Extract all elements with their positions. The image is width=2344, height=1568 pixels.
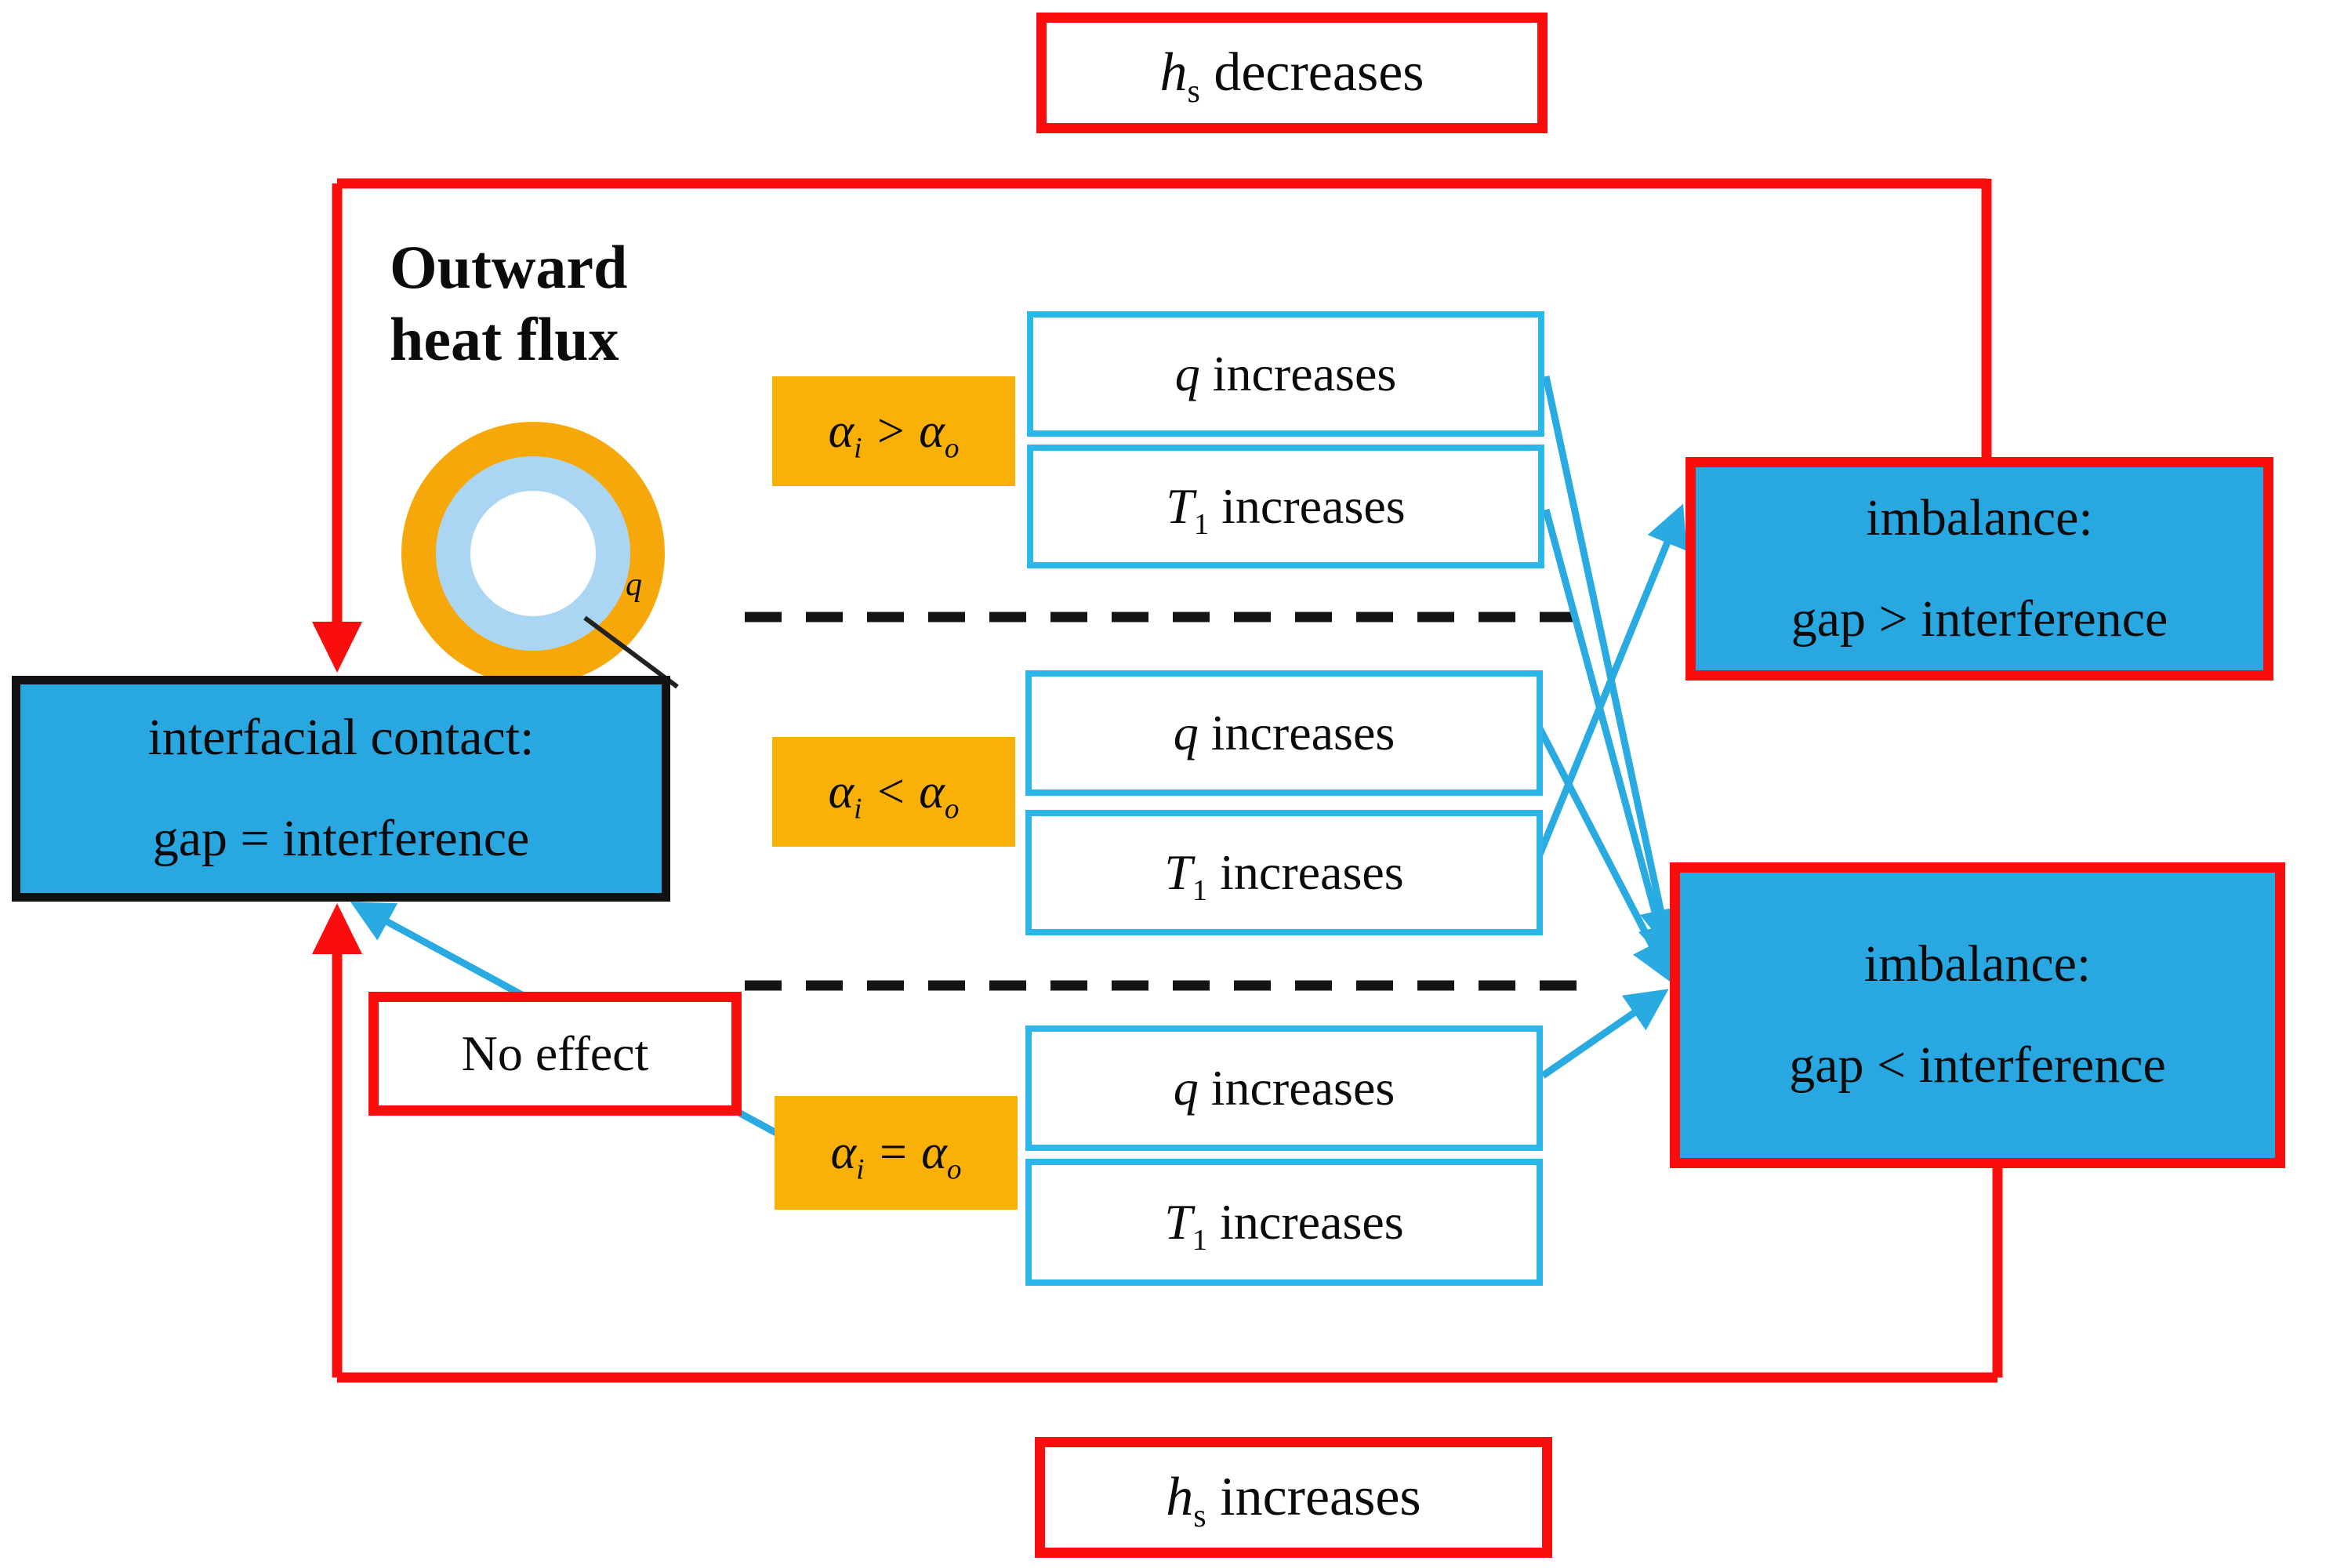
hs-rest: increases: [1206, 1467, 1421, 1527]
alpha-condition-box-lt: αi < αo: [772, 737, 1015, 847]
red-arrowhead-up-icon: [312, 903, 362, 954]
effect-label: q increases: [1174, 1059, 1395, 1117]
alpha-sub: i: [854, 792, 862, 825]
effect-rest: increases: [1209, 478, 1406, 534]
hs-var: h: [1166, 1467, 1194, 1527]
effect-sub: 1: [1192, 1223, 1208, 1257]
interfacial-line2: gap = interference: [152, 810, 530, 867]
red-arrowhead-down-icon: [312, 622, 362, 673]
effect-label: T1 increases: [1164, 1193, 1404, 1255]
effect-label: T1 increases: [1166, 477, 1406, 539]
alpha-op: =: [864, 1126, 922, 1179]
no-effect-label: No effect: [461, 1025, 649, 1081]
imbalance-gap-lt-box: imbalance: gap < interference: [1670, 862, 2285, 1168]
effect-rest: increases: [1198, 705, 1395, 760]
effect-var: T: [1166, 478, 1194, 534]
effect-var: q: [1174, 346, 1200, 401]
alpha-var: α: [919, 764, 945, 818]
hs-rest: decreases: [1199, 42, 1424, 103]
interfacial-line1: interfacial contact:: [147, 709, 535, 767]
alpha-var: α: [828, 404, 855, 458]
imbalance-lt-line2: gap < interference: [1789, 1036, 2166, 1094]
alpha-sub: o: [944, 792, 960, 825]
imbalance-gap-gt-box: imbalance: gap > interference: [1685, 457, 2273, 681]
alpha-gt-label: αi > αo: [828, 404, 960, 463]
effect-box-row3-q: q increases: [1025, 1025, 1543, 1151]
alpha-sub: i: [854, 431, 862, 464]
effect-var: q: [1173, 1060, 1199, 1116]
alpha-var: α: [828, 764, 855, 818]
effect-label: T1 increases: [1164, 844, 1404, 906]
pipe-cross-section-illustration: [401, 422, 679, 689]
alpha-op: <: [862, 764, 920, 818]
hs-decreases-box: hs decreases: [1036, 13, 1548, 133]
arrow-row2-t1-to-imbalance-gt: [1536, 503, 1687, 856]
hs-increases-label: hs increases: [1166, 1466, 1421, 1533]
effect-box-row2-t1: T1 increases: [1025, 810, 1543, 935]
imbalance-lt-line1: imbalance:: [1863, 935, 2092, 993]
effect-box-row1-t1: T1 increases: [1027, 445, 1544, 568]
alpha-sub: o: [946, 1153, 962, 1186]
effect-box-row3-t1: T1 increases: [1025, 1159, 1543, 1286]
outward-line2: heat flux: [390, 305, 619, 374]
alpha-sub: o: [944, 431, 960, 464]
alpha-sub: i: [856, 1153, 865, 1186]
effect-rest: increases: [1207, 844, 1404, 900]
arrow-row1-q-to-imbalance-lt: [1542, 376, 1682, 952]
outward-heat-flux-label: Outward heat flux: [390, 231, 627, 376]
hs-var: h: [1159, 42, 1188, 103]
pipe-bore: [470, 491, 596, 616]
effect-box-row1-q: q increases: [1027, 311, 1544, 437]
arrow-row1-t1-to-imbalance-lt: [1542, 508, 1680, 967]
effect-rest: increases: [1207, 1194, 1404, 1250]
effect-sub: 1: [1193, 507, 1210, 541]
hs-sub: s: [1187, 74, 1200, 110]
effect-box-row2-q: q increases: [1025, 670, 1543, 796]
alpha-condition-box-gt: αi > αo: [772, 376, 1015, 486]
arrow-row2-q-to-imbalance-lt: [1535, 723, 1671, 983]
alpha-lt-label: αi < αo: [828, 764, 960, 823]
alpha-var: α: [919, 404, 945, 458]
heat-flux-q-label: q: [626, 567, 642, 603]
imbalance-gt-line2: gap > interference: [1791, 590, 2168, 648]
hs-decreases-label: hs decreases: [1159, 42, 1424, 108]
effect-rest: increases: [1199, 346, 1397, 401]
effect-label: q increases: [1174, 704, 1395, 762]
effect-rest: increases: [1198, 1060, 1395, 1116]
alpha-var: α: [921, 1126, 947, 1179]
alpha-var: α: [830, 1126, 857, 1179]
alpha-eq-label: αi = αo: [830, 1125, 962, 1184]
no-effect-box: No effect: [368, 992, 742, 1116]
interfacial-contact-box: interfacial contact: gap = interference: [12, 676, 670, 902]
effect-var: T: [1164, 1194, 1192, 1250]
dashed-separators: [745, 612, 1584, 991]
effect-label: q increases: [1175, 345, 1397, 403]
alpha-op: >: [862, 404, 920, 458]
effect-sub: 1: [1192, 873, 1208, 907]
hs-sub: s: [1193, 1498, 1206, 1534]
effect-var: q: [1173, 705, 1199, 760]
hs-increases-box: hs increases: [1035, 1437, 1552, 1558]
imbalance-gt-line1: imbalance:: [1866, 488, 2093, 546]
alpha-condition-box-eq: αi = αo: [775, 1096, 1018, 1210]
feedback-loop-rectangle: [332, 178, 2003, 1383]
effect-var: T: [1164, 844, 1192, 900]
arrow-row3-q-to-imbalance-lt: [1540, 989, 1669, 1079]
outward-line1: Outward: [390, 233, 628, 301]
